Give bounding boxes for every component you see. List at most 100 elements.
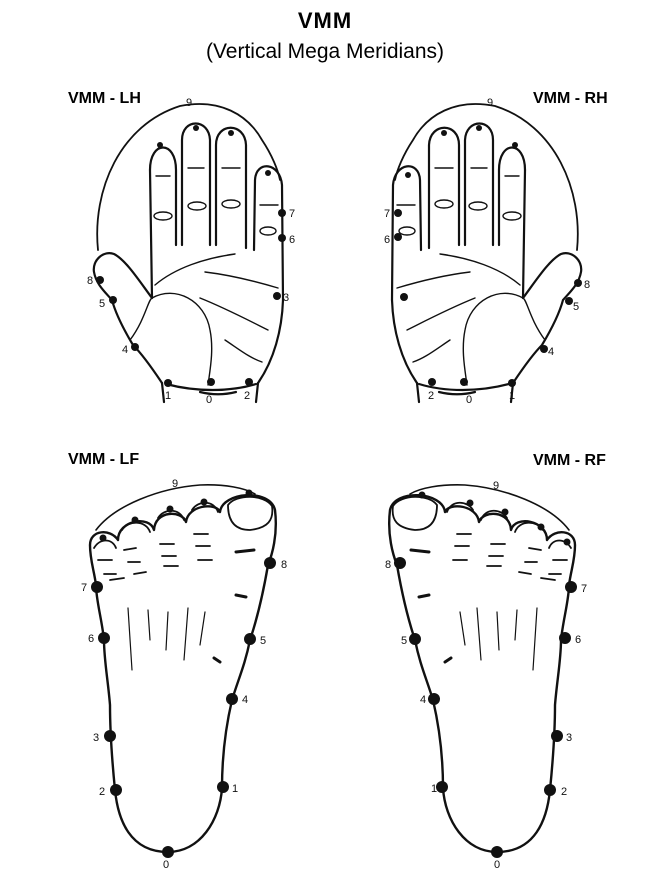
lf-point-7: [91, 581, 103, 593]
meridian-points: [91, 125, 582, 858]
lh-point-5: [109, 296, 117, 304]
rf-point-5: [409, 633, 421, 645]
right-hand-drawing: [390, 103, 583, 404]
rf-toetip-b: [466, 499, 474, 507]
lh-fingertip-c: [228, 130, 234, 136]
lf-num-5: 5: [260, 635, 266, 647]
rh-fingertip-d: [512, 142, 518, 148]
rh-num-5: 5: [573, 301, 579, 313]
lf-point-2: [110, 784, 122, 796]
lf-point-8: [264, 557, 276, 569]
lh-point-4: [131, 343, 139, 351]
rf-num-0: 0: [494, 859, 500, 870]
point-numbers: 9 7 6 3 8 5 4 1 0 2 9 7 6 8 5 4 2 0 1 9 …: [81, 97, 590, 870]
left-hand-outline: [92, 122, 285, 404]
rf-point-8: [394, 557, 406, 569]
left-foot-tendons: [127, 607, 206, 671]
rh-fingertip-b: [441, 130, 447, 136]
rf-num-2: 2: [561, 786, 567, 798]
diagram-subtitle: (Vertical Mega Meridians): [205, 40, 445, 63]
lf-point-3: [104, 730, 116, 742]
left-hand-drawing: [92, 103, 285, 404]
rf-point-4: [428, 693, 440, 705]
rh-num-4: 4: [548, 346, 554, 358]
lh-fingertip-a: [157, 142, 163, 148]
rf-num-7: 7: [581, 583, 587, 595]
lf-num-3: 3: [93, 732, 99, 744]
rf-num-9: 9: [493, 480, 499, 492]
rf-num-8: 8: [385, 559, 391, 571]
rh-fingertip-a: [405, 172, 411, 178]
rh-num-2: 2: [428, 390, 434, 402]
rf-point-0: [491, 846, 503, 858]
left-hand-creases: [129, 167, 279, 386]
rh-point-3: [400, 293, 408, 301]
lh-num-9: 9: [186, 97, 192, 109]
rf-toetip-d: [537, 523, 545, 531]
lh-point-1: [164, 379, 172, 387]
lf-toetip-e: [245, 489, 253, 497]
rh-point-0: [460, 378, 468, 386]
lf-point-0: [162, 846, 174, 858]
left-foot-outline: [88, 494, 277, 854]
rh-point-7: [394, 209, 402, 217]
lh-num-2: 2: [244, 390, 250, 402]
rh-point-2: [428, 378, 436, 386]
rf-point-3: [551, 730, 563, 742]
label-left-hand: VMM - LH: [68, 90, 141, 107]
left-hand-meridian-arc: [96, 103, 281, 251]
rf-num-6: 6: [575, 634, 581, 646]
lh-point-7: [278, 209, 286, 217]
lf-point-6: [98, 632, 110, 644]
lh-num-8: 8: [87, 275, 93, 287]
rh-fingertip-c: [476, 125, 482, 131]
lf-point-1: [217, 781, 229, 793]
rf-point-2: [544, 784, 556, 796]
lf-toetip-c: [166, 505, 174, 513]
rf-toetip-a: [418, 491, 426, 499]
rh-num-1: 1: [509, 390, 515, 402]
lh-num-1: 1: [165, 390, 171, 402]
lf-num-4: 4: [242, 694, 248, 706]
rf-point-7: [565, 581, 577, 593]
lh-num-5: 5: [99, 298, 105, 310]
lf-num-0: 0: [163, 859, 169, 870]
left-foot-toes: [93, 495, 274, 664]
rh-num-9: 9: [487, 97, 493, 109]
left-foot-drawing: [88, 484, 277, 854]
rh-num-8: 8: [584, 279, 590, 291]
rh-num-6: 6: [384, 234, 390, 246]
lf-num-9: 9: [172, 478, 178, 490]
rf-point-1: [436, 781, 448, 793]
rf-num-1: 1: [431, 783, 437, 795]
lh-point-6: [278, 234, 286, 242]
lf-toetip-d: [200, 498, 208, 506]
lh-point-0: [207, 378, 215, 386]
lh-fingertip-b: [193, 125, 199, 131]
lh-point-8: [96, 276, 104, 284]
rf-toetip-e: [563, 538, 571, 546]
lh-num-4: 4: [122, 344, 128, 356]
rf-toetip-c: [501, 508, 509, 516]
right-foot-drawing: [388, 484, 577, 854]
lf-toetip-b: [131, 516, 139, 524]
lh-num-6: 6: [289, 234, 295, 246]
lf-num-8: 8: [281, 559, 287, 571]
label-left-foot: VMM - LF: [68, 451, 140, 468]
lh-point-2: [245, 378, 253, 386]
lh-num-7: 7: [289, 208, 295, 220]
rf-num-3: 3: [566, 732, 572, 744]
rh-point-4: [540, 345, 548, 353]
rh-point-8: [574, 279, 582, 287]
rh-num-0: 0: [466, 394, 472, 406]
lf-num-7: 7: [81, 582, 87, 594]
rh-point-6: [394, 233, 402, 241]
rh-point-1: [508, 379, 516, 387]
rh-point-5: [565, 297, 573, 305]
lh-point-3: [273, 292, 281, 300]
lf-toetip-a: [99, 534, 107, 542]
left-foot-meridian-arc: [95, 484, 256, 531]
diagram-title: VMM: [297, 8, 353, 33]
lf-num-1: 1: [232, 783, 238, 795]
